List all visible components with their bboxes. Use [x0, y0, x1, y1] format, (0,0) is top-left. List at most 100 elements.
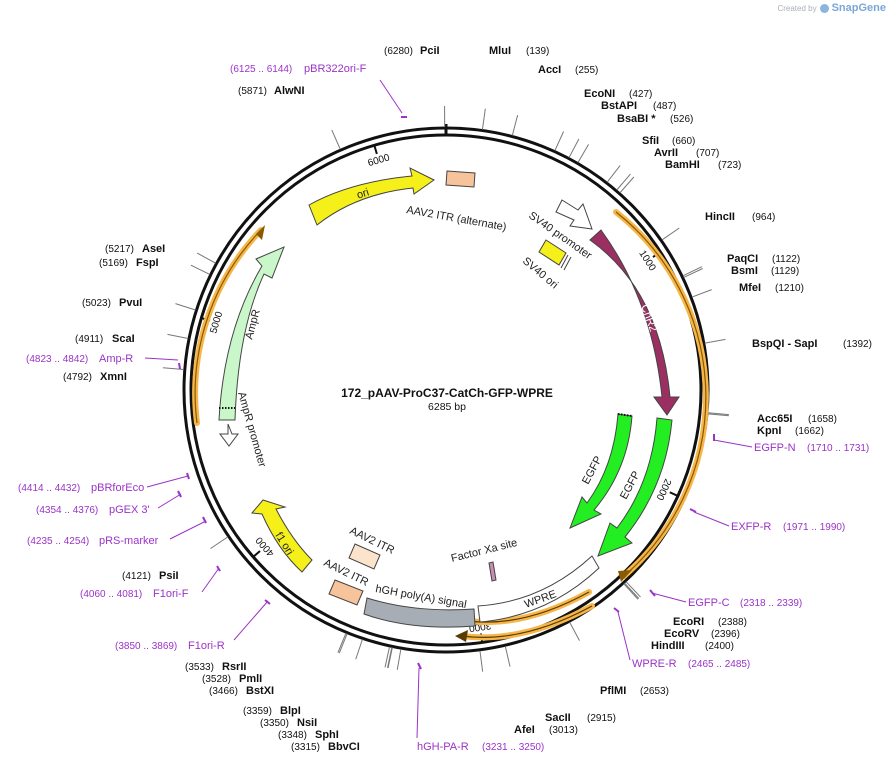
site-leader-line — [196, 252, 216, 264]
site-pos: (139) — [526, 46, 549, 57]
orf-arc-wpre-b-core — [461, 605, 593, 638]
site-leader-line — [568, 138, 580, 158]
site-leader-line — [683, 268, 703, 278]
site-leader-line — [396, 649, 402, 670]
feature-aav2-itr — [328, 579, 364, 606]
site-pos: (2915) — [587, 713, 616, 724]
primer-mark — [417, 662, 422, 670]
feature-ampr — [218, 246, 285, 421]
feature-ampr-promoter-label: AmpR promoter — [235, 391, 268, 469]
site-name: AccI — [538, 64, 561, 76]
site-leader-line — [619, 176, 635, 194]
snapgene-logo-icon — [819, 3, 829, 13]
site-leader-line — [162, 367, 184, 370]
site-name: PsiI — [159, 570, 179, 582]
site-pos: (4121) — [122, 571, 151, 582]
site-name: EcoRV — [664, 628, 700, 640]
site-leader-line — [704, 338, 726, 344]
site-name: BlpI — [280, 705, 301, 717]
site-leader-line — [384, 646, 391, 668]
primer-leader — [201, 567, 220, 593]
site-leader-line — [175, 303, 196, 311]
primer-mark — [216, 565, 221, 572]
primer-name: Amp-R — [99, 353, 133, 365]
primer-leader — [416, 667, 420, 739]
primer-name: EGFP-C — [688, 597, 730, 609]
site-pos: (526) — [670, 114, 693, 125]
site-name: SfiI — [642, 135, 659, 147]
primer-leader — [651, 592, 687, 603]
site-name: ScaI — [112, 333, 135, 345]
site-leader-lines — [162, 106, 729, 672]
site-pos: (2388) — [718, 617, 747, 628]
site-name: PvuI — [119, 297, 142, 309]
primer-leader — [157, 493, 182, 509]
primer-mark — [264, 599, 271, 605]
primer-mark — [178, 362, 181, 370]
site-name: XmnI — [100, 371, 127, 383]
feature-sv40-ori-end2 — [563, 256, 572, 271]
brand-name: SnapGene — [831, 2, 886, 14]
site-pos: (723) — [718, 160, 741, 171]
feature-egfp-1 — [569, 413, 633, 529]
primer-range: (6125 .. 6144) — [230, 64, 292, 75]
primer-range: (1971 .. 1990) — [783, 522, 845, 533]
snapgene-brand: Created by SnapGene — [777, 2, 886, 14]
site-leader-line — [481, 108, 486, 130]
feature-factor-xa-label: Factor Xa site — [450, 537, 519, 565]
primer-range: (2465 .. 2485) — [688, 659, 750, 670]
site-pos: (427) — [629, 89, 652, 100]
site-leader-line — [511, 115, 519, 136]
primer-name: pBRforEco — [91, 482, 144, 494]
primer-leader — [146, 475, 189, 488]
site-name: EcoNI — [584, 88, 615, 100]
site-name: MfeI — [739, 282, 761, 294]
primer-leaders — [144, 79, 753, 739]
feature-egfp-1-dotted — [617, 413, 633, 417]
primer-range: (2318 .. 2339) — [740, 598, 802, 609]
site-pos: (3348) — [278, 730, 307, 741]
site-name: HincII — [705, 211, 735, 223]
feature-aav2-itr-alt-label: AAV2 ITR (alternate) — [405, 204, 507, 233]
site-pos: (3315) — [291, 742, 320, 753]
site-name: Acc65I — [757, 413, 792, 425]
site-pos: (1129) — [771, 266, 799, 277]
site-name: SphI — [315, 729, 339, 741]
site-name: PflMI — [600, 685, 626, 697]
site-pos: (5169) — [99, 258, 128, 269]
primer-name: EXFP-R — [731, 521, 771, 533]
orf-arc-chr2-head — [618, 570, 632, 582]
site-name: BbvCI — [328, 741, 360, 753]
site-leader-line — [504, 646, 511, 667]
primer-range: (4414 .. 4432) — [18, 483, 80, 494]
primer-leader — [693, 511, 730, 527]
orf-arc-wpre-b-head — [455, 630, 468, 642]
site-name: KpnI — [757, 425, 781, 437]
site-name: AfeI — [514, 724, 535, 736]
site-pos: (5871) — [238, 86, 267, 97]
site-name: AvrII — [654, 147, 678, 159]
primer-range: (4060 .. 4081) — [80, 589, 142, 600]
site-pos: (4792) — [63, 372, 92, 383]
site-name: BamHI — [665, 159, 700, 171]
feature-ori-label: ori — [355, 186, 370, 201]
site-name: BspQI - SapI — [752, 338, 817, 350]
site-pos: (2400) — [705, 641, 734, 652]
site-leader-line — [691, 289, 712, 298]
site-pos: (1658) — [808, 414, 837, 425]
primer-leader — [233, 600, 269, 641]
brand-prefix: Created by — [777, 3, 817, 13]
primer-mark — [689, 508, 697, 513]
site-name: PciI — [420, 45, 440, 57]
primer-range: (3231 .. 3250) — [482, 742, 544, 753]
tick-mark — [669, 491, 678, 497]
feature-sv40-ori-end — [560, 254, 569, 269]
site-leader-line — [623, 583, 639, 600]
site-name: HindIII — [651, 640, 685, 652]
site-name: BstXI — [246, 685, 274, 697]
feature-egfp-2 — [597, 417, 673, 557]
site-pos: (3533) — [185, 662, 214, 673]
site-pos: (6280) — [384, 46, 413, 57]
primer-leader — [169, 520, 207, 540]
